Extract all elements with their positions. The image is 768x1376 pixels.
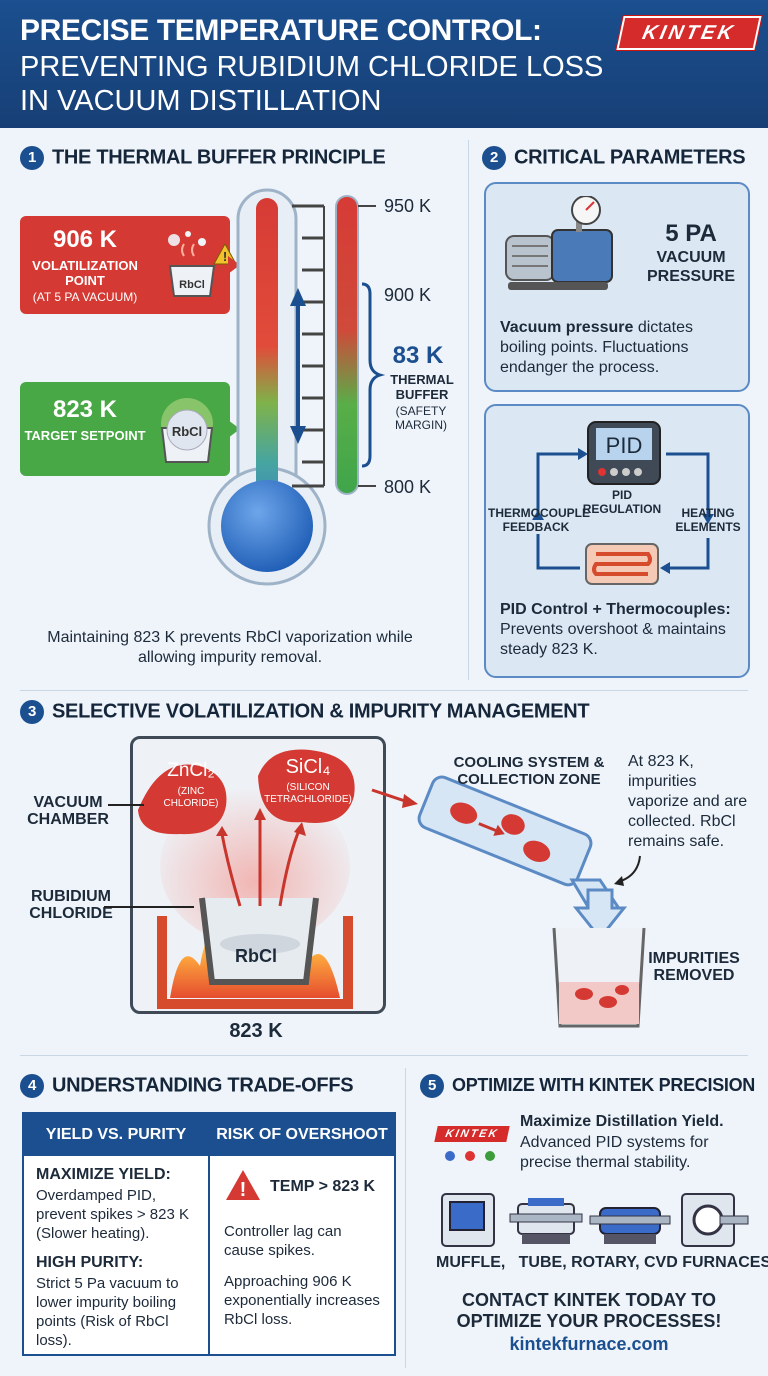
thermometer-graphic	[207, 188, 376, 586]
rubidium-label: RUBIDIUM CHLORIDE	[29, 888, 113, 922]
vacuum-text: Vacuum pressure dictates boiling points.…	[500, 319, 693, 376]
zncl-formula: ZnCl₂	[167, 760, 215, 781]
thermocouple-label: THERMOCOUPLE FEEDBACK	[488, 506, 590, 534]
chamber-pointer-line	[108, 804, 144, 806]
pid-text: PID Control + Thermocouples:Prevents ove…	[500, 601, 731, 658]
tick-900: 900 K	[384, 285, 432, 305]
section5-text: Advanced PID systems for precise thermal…	[520, 1134, 709, 1171]
furnace-list: MUFFLE, TUBE, ROTARY, CVD FURNACES	[436, 1254, 768, 1271]
yield-text: Overdamped PID, prevent spikes > 823 K (…	[36, 1187, 190, 1242]
impurities-label: IMPURITIES REMOVED	[648, 950, 740, 984]
purity-title: HIGH PURITY:	[36, 1254, 144, 1271]
kintek-logo[interactable]: KINTEK	[616, 16, 762, 50]
col2-header: RISK OF OVERSHOOT	[210, 1114, 394, 1156]
vacuum-label: VACUUM PRESSURE	[646, 249, 736, 285]
chamber-graphic	[138, 749, 355, 1009]
pid-regulation-label: PID REGULATION	[582, 488, 662, 516]
website-link[interactable]: kintekfurnace.com	[509, 1334, 669, 1354]
pid-loop-diagram: PID	[532, 421, 714, 585]
buffer-sub: (SAFETY MARGIN)	[395, 404, 447, 432]
section4-number: 4	[20, 1074, 44, 1098]
cvd-furnace-icon	[681, 1193, 749, 1247]
table-divider	[208, 1114, 210, 1354]
divider-vertical-bottom	[405, 1068, 406, 1368]
page-title-line1: PRECISE TEMPERATURE CONTROL:	[20, 14, 542, 47]
divider-horizontal-2	[20, 1055, 748, 1056]
rbcl-sphere-icon: RbCl	[160, 398, 214, 463]
volatilization-box: 906 K VOLATILIZATION POINT (AT 5 PA VACU…	[20, 216, 237, 314]
buffer-value: 83 K	[392, 342, 444, 369]
overshoot-text2: Approaching 906 K exponentially increase…	[224, 1273, 380, 1328]
crucible-label: RbCl	[235, 946, 277, 966]
page-title-line2: PREVENTING RUBIDIUM CHLORIDE LOSS IN VAC…	[20, 51, 604, 117]
note-pointer	[614, 855, 641, 886]
col1-header: YIELD VS. PURITY	[24, 1114, 208, 1156]
svg-text:!: !	[223, 249, 227, 264]
volatilization-sub: (AT 5 PA VACUUM)	[32, 290, 138, 304]
status-dots-icon	[445, 1151, 495, 1161]
tradeoffs-table: YIELD VS. PURITY RISK OF OVERSHOOT MAXIM…	[22, 1112, 396, 1356]
tube-furnace-icon	[509, 1198, 583, 1244]
tick-800: 800 K	[384, 477, 432, 497]
overshoot-title: TEMP > 823 K	[270, 1178, 376, 1195]
vacuum-value: 5 PA	[665, 220, 717, 247]
svg-text:PID: PID	[606, 433, 643, 458]
target-box: 823 K TARGET SETPOINT RbCl	[20, 382, 230, 476]
purity-text: Strict 5 Pa vacuum to lower impurity boi…	[36, 1275, 179, 1349]
volatilization-value: 906 K	[52, 226, 118, 253]
sicl-name: (SILICON TETRACHLORIDE)	[264, 782, 352, 805]
target-value: 823 K	[52, 396, 118, 423]
vacuum-pump-icon	[505, 196, 613, 290]
volatilization-label: VOLATILIZATION POINT	[32, 258, 138, 288]
pid-card: PID PID REGULATION THERMOCOUPLE FEEDBACK…	[484, 404, 750, 678]
divider-vertical-top	[468, 140, 469, 680]
muffle-furnace-icon	[441, 1193, 495, 1247]
section1-caption: Maintaining 823 K prevents RbCl vaporiza…	[47, 629, 413, 666]
yield-title: MAXIMIZE YIELD:	[36, 1166, 171, 1183]
target-label: TARGET SETPOINT	[24, 428, 146, 443]
vacuum-chamber-label: VACUUM CHAMBER	[27, 794, 109, 828]
divider-horizontal-1	[20, 690, 748, 691]
section5-bold: Maximize Distillation Yield.	[520, 1113, 724, 1130]
cta-text: CONTACT KINTEK TODAY TO OPTIMIZE YOUR PR…	[456, 1290, 722, 1331]
rbcl-boiling-icon: RbCl	[168, 231, 216, 297]
section1-number: 1	[20, 146, 44, 170]
heating-label: HEATING ELEMENTS	[675, 506, 741, 534]
overshoot-text1: Controller lag can cause spikes.	[224, 1223, 342, 1259]
sicl-formula: SiCl₄	[285, 756, 331, 778]
section3-note: At 823 K, impurities vaporize and are co…	[628, 753, 748, 850]
kintek-logo-small[interactable]: KINTEK	[434, 1126, 510, 1142]
section2-number: 2	[482, 146, 506, 170]
tick-950: 950 K	[384, 196, 432, 216]
zncl-name: (ZINC CHLORIDE)	[163, 786, 219, 809]
rubidium-pointer-line	[104, 906, 194, 908]
svg-text:RbCl: RbCl	[172, 424, 202, 439]
vacuum-card: 5 PA VACUUM PRESSURE Vacuum pressure dic…	[484, 182, 750, 392]
svg-text:!: !	[240, 1179, 247, 1201]
buffer-label: THERMAL BUFFER	[390, 372, 454, 402]
cooling-label: COOLING SYSTEM & COLLECTION ZONE	[453, 754, 605, 788]
section3-number: 3	[20, 700, 44, 724]
cooling-tube-graphic	[371, 775, 646, 1028]
buffer-bracket	[361, 282, 386, 468]
furnace-icons-row	[441, 1193, 749, 1247]
rotary-furnace-icon	[589, 1207, 671, 1244]
section5-number: 5	[420, 1074, 444, 1098]
chamber-temp: 823 K	[229, 1020, 283, 1042]
warning-red-icon: !	[226, 1170, 260, 1201]
svg-text:RbCl: RbCl	[179, 279, 205, 291]
